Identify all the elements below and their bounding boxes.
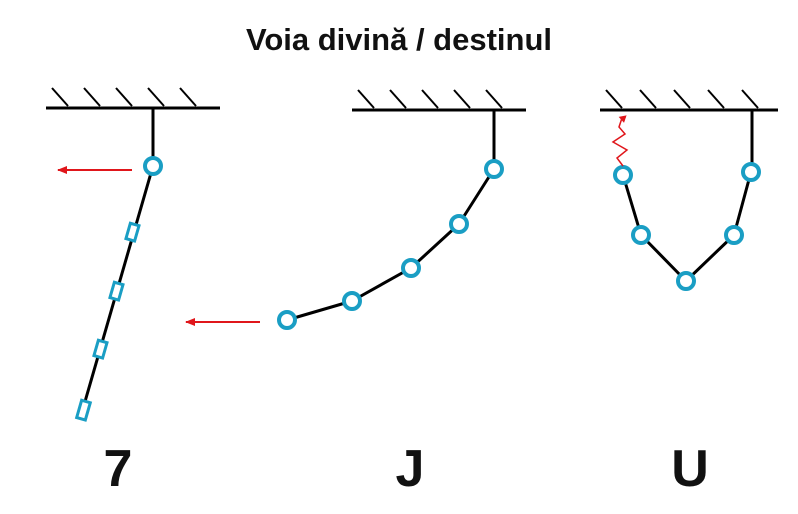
joint-j-3	[401, 258, 421, 278]
link-seven-1	[124, 221, 141, 243]
ceiling-support-middle	[352, 89, 526, 112]
figure-j	[185, 89, 526, 330]
link-seven-4	[74, 398, 93, 422]
spring-arrow-u	[611, 115, 629, 167]
link-seven-2	[108, 280, 125, 302]
ceiling-support-left	[46, 87, 220, 110]
ceiling-support-right	[600, 89, 778, 112]
joint-j-5	[277, 310, 297, 330]
chain-j	[286, 168, 496, 322]
letter-j: J	[396, 440, 425, 498]
diagram-title: Voia divină / destinul	[245, 22, 553, 57]
joint-u-2	[631, 225, 651, 245]
figure-seven	[46, 87, 220, 422]
joint-j-2	[449, 214, 469, 234]
letter-u: U	[671, 440, 709, 498]
joint-u-3	[676, 271, 696, 291]
joint-u-5	[741, 162, 761, 182]
joint-seven-top	[143, 156, 163, 176]
link-seven-3	[92, 338, 109, 360]
joint-j-4	[342, 291, 362, 311]
joint-j-1	[484, 159, 504, 179]
joint-u-4	[724, 225, 744, 245]
letter-seven: 7	[104, 440, 133, 498]
figure-u	[600, 89, 778, 291]
joint-u-1	[613, 165, 633, 185]
